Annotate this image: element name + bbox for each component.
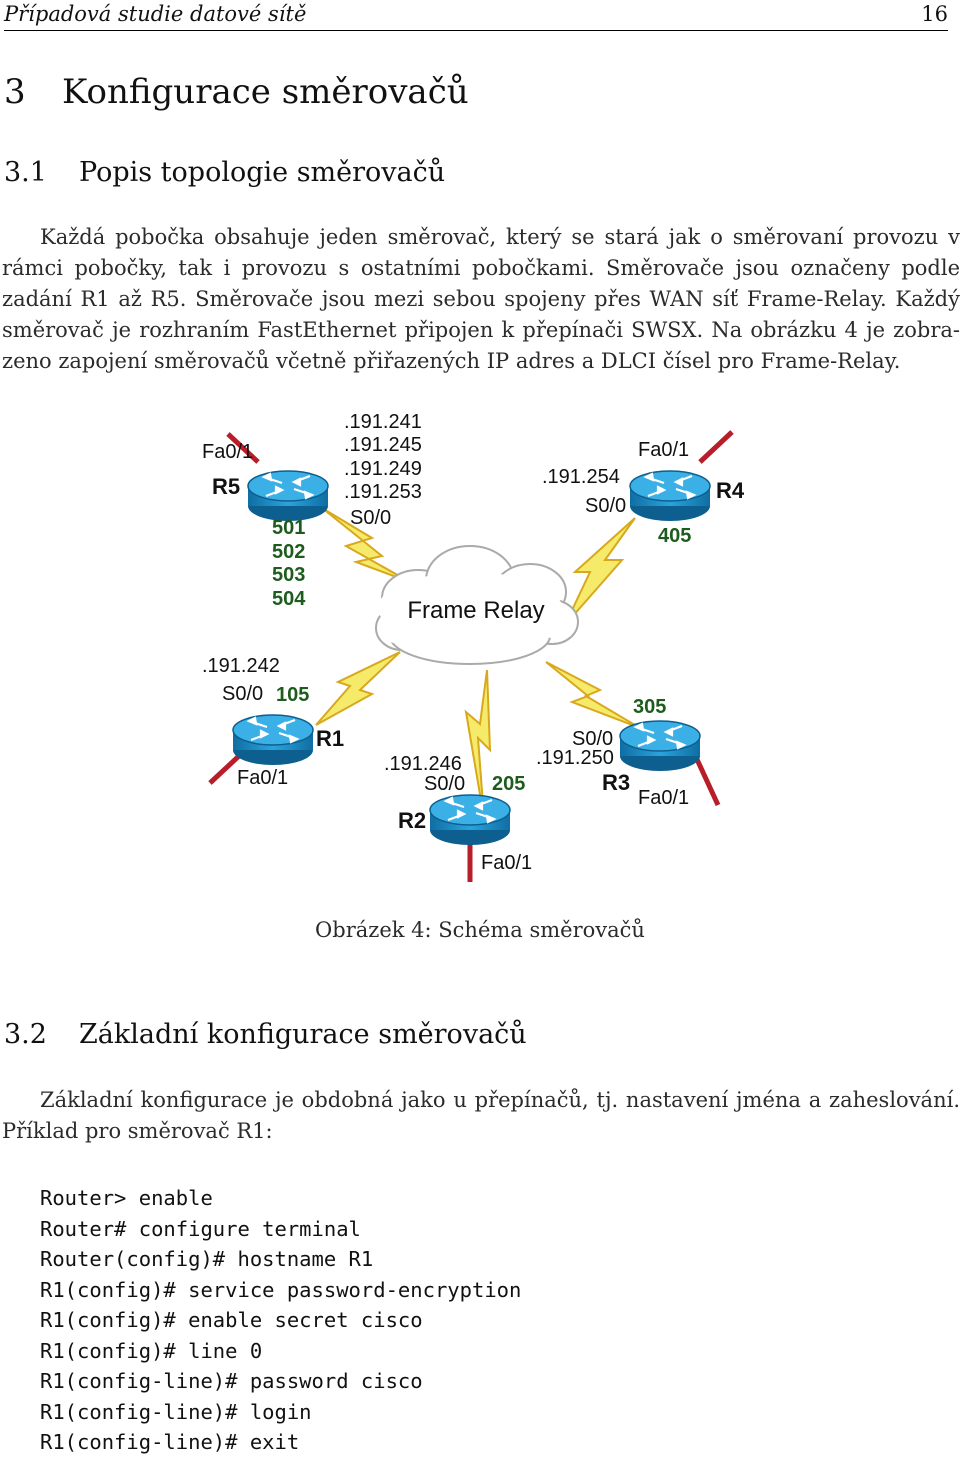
section-number: 3 <box>4 72 26 112</box>
r4-name: R4 <box>716 478 745 503</box>
paragraph-line: zeno zapojení směrovačů včetně přiřazený… <box>2 349 901 373</box>
r4-serial-link <box>564 517 636 626</box>
code-line: R1(config)# line 0 <box>40 1338 263 1363</box>
subsection-heading-2: 3.2 Základní konfigurace směrovačů <box>4 1019 527 1050</box>
r5-ip: .191.249 <box>344 458 422 480</box>
r5-fa-label: Fa0/1 <box>202 441 253 463</box>
cloud-label: Frame Relay <box>407 597 544 624</box>
r2-name: R2 <box>398 808 426 833</box>
paragraph-line: Základní konfigurace je obdobná jako u p… <box>40 1088 960 1112</box>
frame-relay-cloud <box>375 545 579 665</box>
section-heading: 3 Konfigurace směrovačů <box>4 72 469 112</box>
code-line: R1(config-line)# exit <box>40 1430 300 1454</box>
code-line: Router# configure terminal <box>40 1216 361 1241</box>
router-r3-icon <box>619 720 701 771</box>
r1-fa-label: Fa0/1 <box>237 767 288 789</box>
r3-ip: .191.250 <box>536 747 614 769</box>
subsection-title: Popis topologie směrovačů <box>79 157 446 188</box>
header-title: Případová studie datové sítě <box>4 2 307 26</box>
section-title: Konfigurace směrovačů <box>62 72 469 112</box>
r3-serial-link <box>545 661 641 729</box>
r5-ip: .191.241 <box>344 411 422 433</box>
paragraph-line: zadání R1 až R5. Směrovače jsou mezi seb… <box>2 287 960 311</box>
subsection-number: 3.1 <box>4 157 47 188</box>
code-line: Router(config)# hostname R1 <box>40 1247 374 1271</box>
code-line: R1(config)# enable secret cisco <box>40 1308 423 1332</box>
router-r1-icon <box>232 714 314 765</box>
subsection-title: Základní konfigurace směrovačů <box>79 1019 527 1050</box>
r5-dlci: 503 <box>272 564 305 586</box>
subsection-number: 3.2 <box>4 1019 47 1050</box>
r1-name: R1 <box>316 726 344 751</box>
router-r5-icon <box>247 470 329 521</box>
page-number: 16 <box>921 2 948 26</box>
r4-ethernet-link <box>698 430 734 464</box>
r1-dlci: 105 <box>276 684 309 706</box>
r1-serial-label: S0/0 <box>222 683 263 705</box>
r3-name: R3 <box>602 770 630 795</box>
paragraph-line: směrovač je rozhraním FastEthernet připo… <box>2 318 960 342</box>
r4-ip: .191.254 <box>542 466 620 488</box>
r5-dlci: 502 <box>272 541 305 563</box>
paragraph-line: Každá pobočka obsahuje jeden směrovač, k… <box>40 225 960 249</box>
r2-dlci: 205 <box>492 773 525 795</box>
topology-figure: Frame Relay <box>0 400 960 900</box>
figure-caption: Obrázek 4: Schéma směrovačů <box>315 918 645 942</box>
code-line: Router> enable <box>40 1186 213 1210</box>
r5-ip: .191.245 <box>344 434 422 456</box>
r2-ip: .191.246 <box>384 753 462 775</box>
r1-serial-link <box>315 651 401 726</box>
r5-dlci: 504 <box>272 588 306 610</box>
r5-ethernet-link <box>226 432 260 464</box>
paragraph-basic-config: Základní konfigurace je obdobná jako u p… <box>2 1085 960 1147</box>
paragraph-line: Příklad pro směrovač R1: <box>2 1119 273 1143</box>
code-line: R1(config-line)# password cisco <box>40 1369 423 1393</box>
running-header: Případová studie datové sítě 16 <box>4 0 948 31</box>
r5-name: R5 <box>212 474 240 499</box>
r2-serial-label: S0/0 <box>424 773 465 795</box>
r3-serial-label: S0/0 <box>572 728 613 750</box>
router-r4-icon <box>629 470 711 521</box>
r3-fa-label: Fa0/1 <box>638 787 689 809</box>
r5-serial-label: S0/0 <box>350 507 391 529</box>
paragraph-topology: Každá pobočka obsahuje jeden směrovač, k… <box>2 222 960 377</box>
r3-dlci: 305 <box>633 696 666 718</box>
paragraph-line: rámci pobočky, tak i provozu s ostatními… <box>2 256 960 280</box>
subsection-heading-1: 3.1 Popis topologie směrovačů <box>4 157 445 188</box>
r4-serial-label: S0/0 <box>585 495 626 517</box>
r1-ethernet-link <box>208 753 242 785</box>
r2-fa-label: Fa0/1 <box>481 852 532 874</box>
router-r2-icon <box>429 794 511 845</box>
topology-diagram: Frame Relay <box>202 411 745 882</box>
code-line: R1(config)# service password-encryption <box>40 1277 522 1302</box>
r5-dlci: 501 <box>272 517 305 539</box>
r3-ethernet-link <box>692 753 721 807</box>
r4-dlci: 405 <box>658 525 691 547</box>
r5-ip: .191.253 <box>344 481 422 503</box>
code-line: R1(config-line)# login <box>40 1399 312 1424</box>
r4-fa-label: Fa0/1 <box>638 439 689 461</box>
code-listing: Router> enable Router# configure termina… <box>40 1183 521 1458</box>
r1-ip: .191.242 <box>202 655 280 677</box>
